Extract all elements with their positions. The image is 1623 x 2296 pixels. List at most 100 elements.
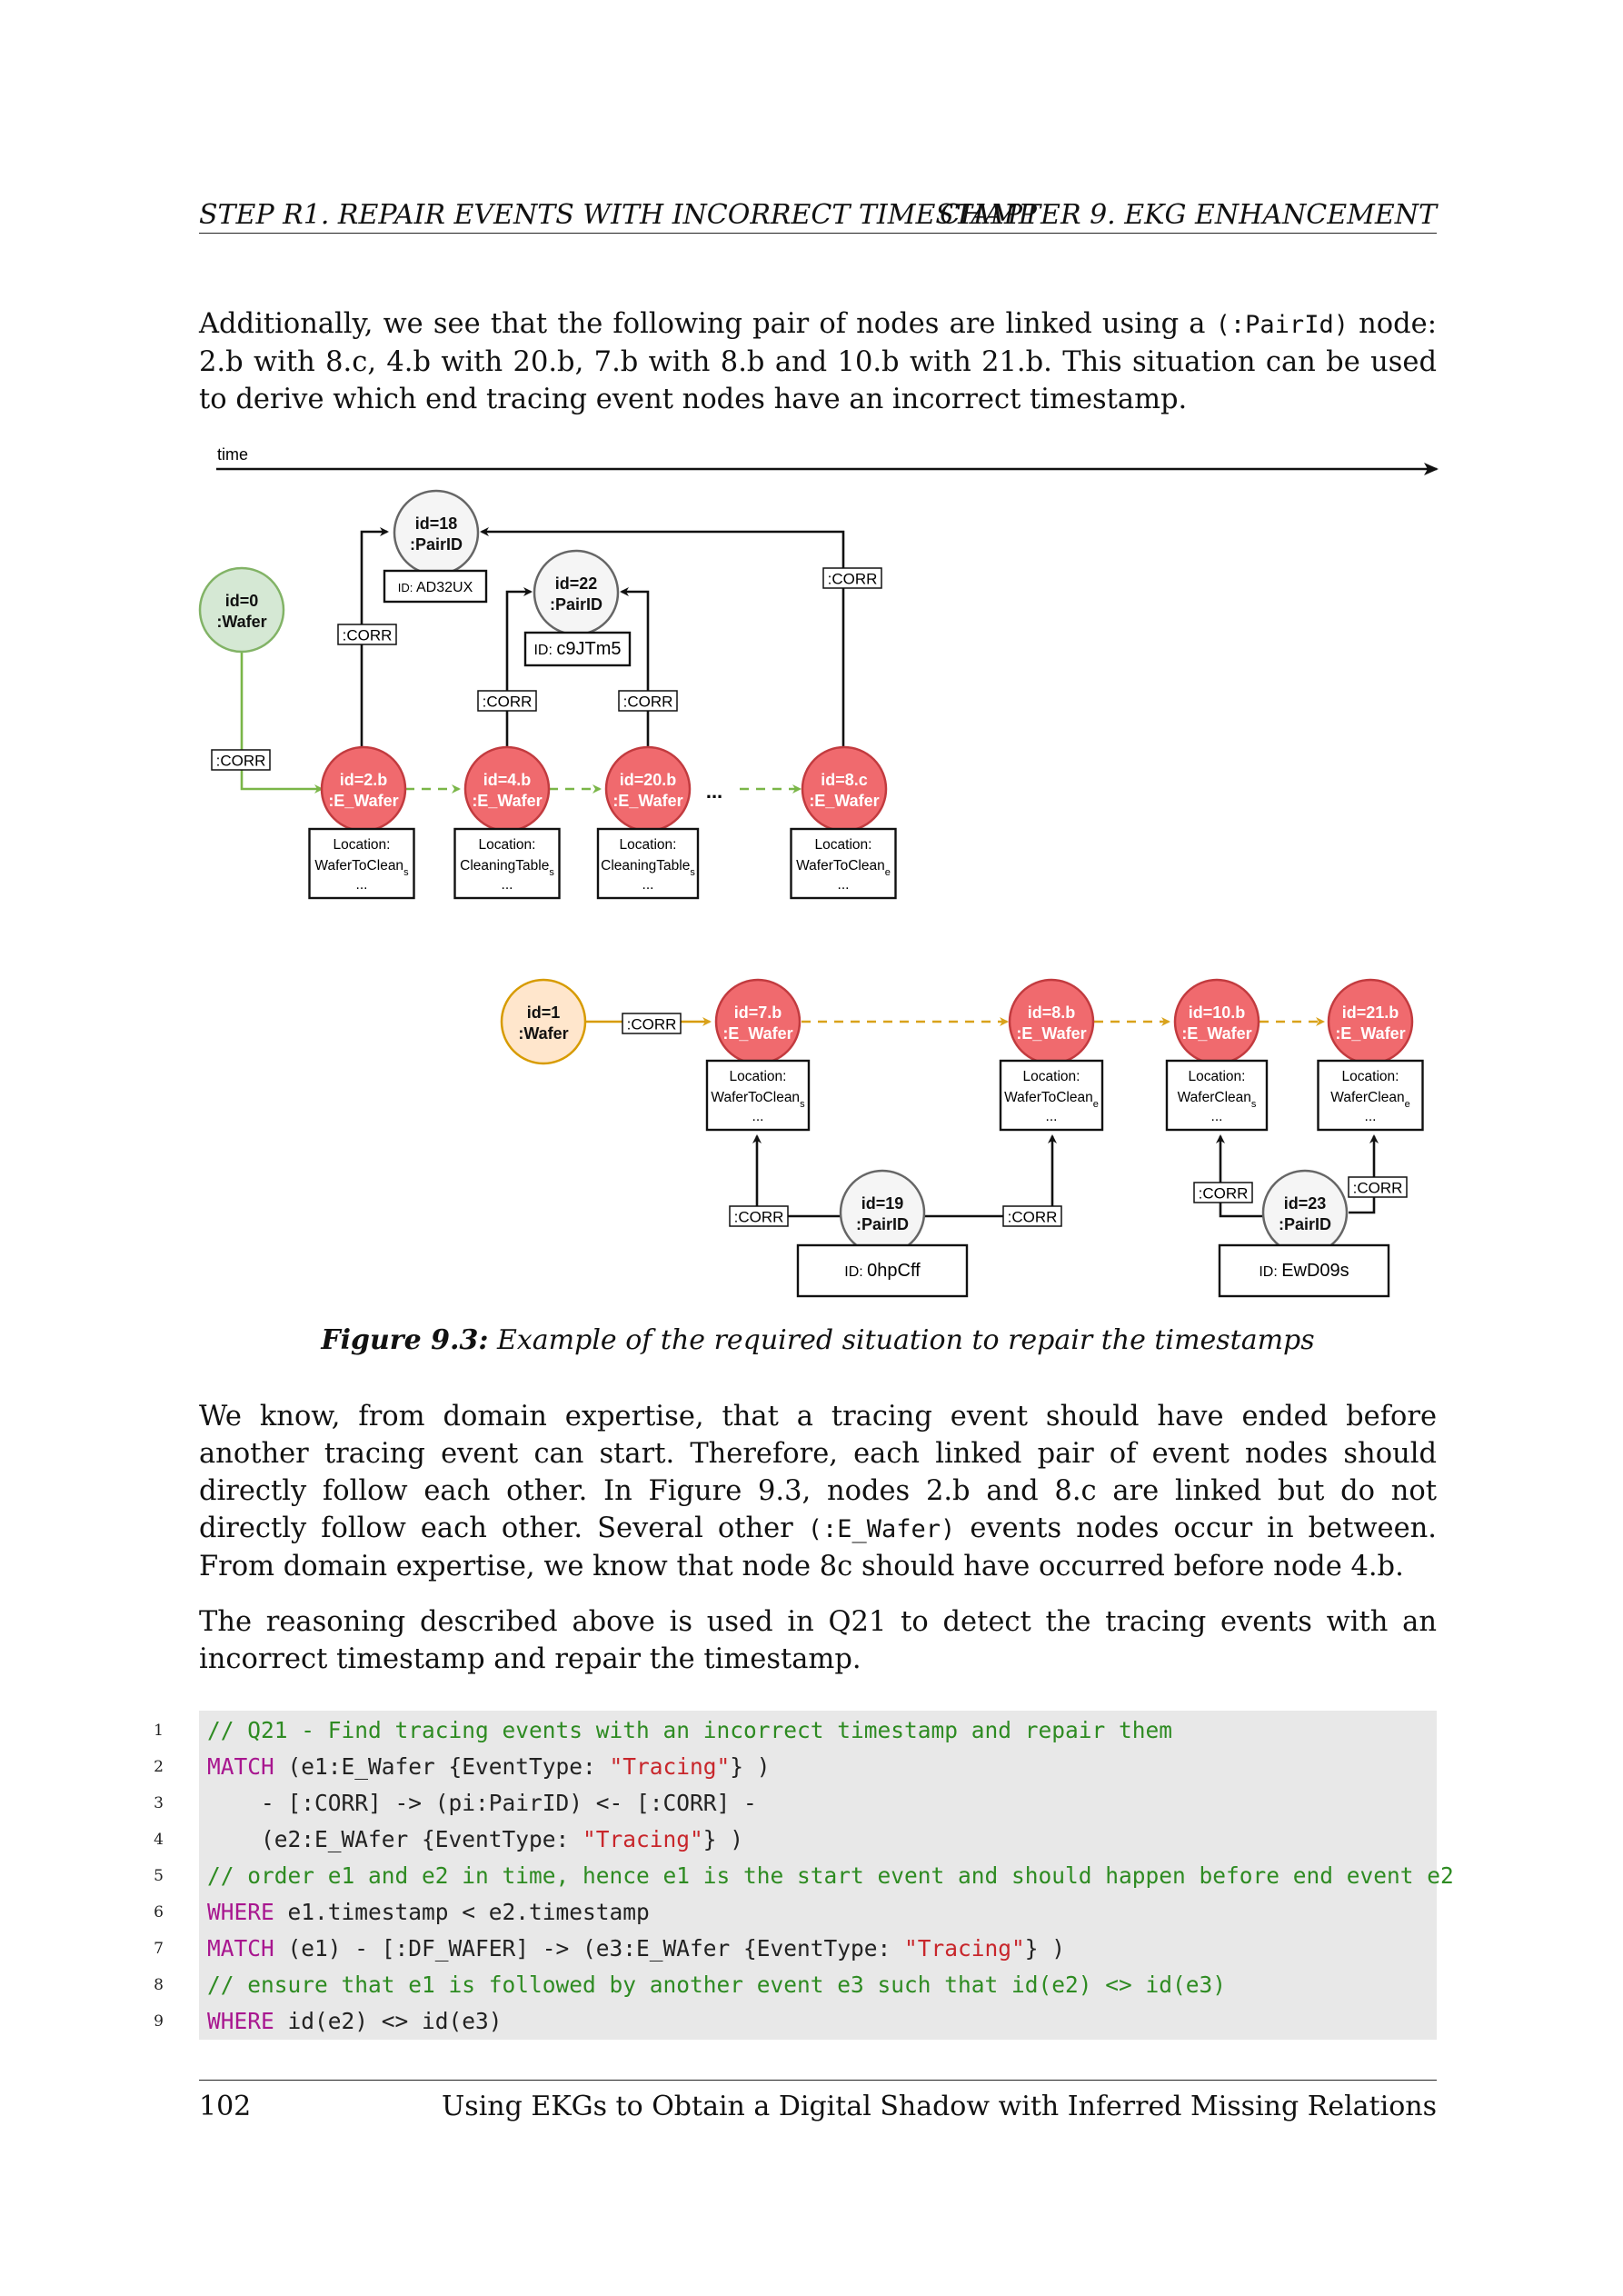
paragraph-q21-reasoning: The reasoning described above is used in… xyxy=(199,1606,1437,1675)
code-line: MATCH (e1:E_Wafer {EventType: "Tracing"}… xyxy=(207,1753,771,1780)
id-value-pair23: ID: EwD09s xyxy=(1259,1261,1349,1281)
corr-edge-4b-22 xyxy=(505,587,533,751)
corr-relation-tag xyxy=(1193,1182,1253,1203)
code-line-number: 1 xyxy=(154,1722,164,1740)
code-line-number: 6 xyxy=(154,1903,164,1922)
corr-relation-tag xyxy=(477,690,537,712)
paragraph-domain-expertise: We know, from domain expertise, that a t… xyxy=(199,1401,1437,1582)
node-event-4b-circle xyxy=(463,745,551,833)
figure-caption: Figure 9.3: Example of the required situ… xyxy=(321,1324,1315,1356)
code-line-number: 8 xyxy=(154,1976,164,1994)
code-listing-q21: // Q21 - Find tracing events with an inc… xyxy=(199,1711,1454,2040)
id-box-pair19 xyxy=(796,1243,969,1298)
node-wafer-1-id-label: id=1 xyxy=(527,1003,561,1022)
header-section-title: STEP R1. REPAIR EVENTS WITH INCORRECT TI… xyxy=(199,199,1037,231)
page-number: 102 xyxy=(199,2091,252,2122)
location-more: ... xyxy=(502,877,513,893)
corr-edge-19-8b xyxy=(925,1134,1057,1218)
code-line-number: 7 xyxy=(154,1940,164,1958)
node-event-8b-id-label: id=8.b xyxy=(1028,1003,1076,1022)
location-label: Location: xyxy=(620,837,677,853)
location-more: ... xyxy=(1211,1109,1223,1124)
node-event-7b-type-label: :E_Wafer xyxy=(722,1024,792,1043)
location-box-e4b xyxy=(453,827,561,900)
node-event-21b-type-label: :E_Wafer xyxy=(1335,1024,1405,1043)
corr-relation-tag xyxy=(1002,1205,1062,1227)
id-box-pair23 xyxy=(1218,1243,1390,1298)
node-event-4b-type-label: :E_Wafer xyxy=(472,792,542,810)
code-line-number: 4 xyxy=(154,1831,164,1849)
code-line-number: 9 xyxy=(154,2012,164,2031)
code-line: - [:CORR] -> (pi:PairID) <- [:CORR] - xyxy=(207,1790,757,1816)
corr-relation-tag xyxy=(618,690,678,712)
location-label: Location: xyxy=(1189,1069,1246,1084)
location-box-e10b xyxy=(1165,1059,1269,1132)
node-event-21b-circle xyxy=(1327,978,1414,1065)
page-footer: 102 Using EKGs to Obtain a Digital Shado… xyxy=(199,2080,1437,2122)
id-value-pair19: ID: 0hpCff xyxy=(844,1261,921,1281)
corr-relation-label: :CORR xyxy=(343,627,393,644)
location-label: Location: xyxy=(334,837,391,853)
corr-relation-label: :CORR xyxy=(623,694,673,711)
corr-edge-2b-18 xyxy=(360,527,389,751)
code-line: // Q21 - Find tracing events with an inc… xyxy=(207,1717,1173,1743)
node-pairid-23-circle xyxy=(1261,1169,1349,1256)
corr-edge-23-10b xyxy=(1216,1134,1265,1218)
location-label: Location: xyxy=(1023,1069,1080,1084)
node-event-2b-circle xyxy=(320,745,407,833)
node-event-10b-type-label: :E_Wafer xyxy=(1181,1024,1251,1043)
node-event-8c-type-label: :E_Wafer xyxy=(809,792,879,810)
running-header: STEP R1. REPAIR EVENTS WITH INCORRECT TI… xyxy=(199,198,1437,234)
location-label: Location: xyxy=(815,837,872,853)
node-event-8c-circle xyxy=(801,745,888,833)
location-more: ... xyxy=(642,877,654,893)
node-pairid-22-type-label: :PairID xyxy=(550,595,602,614)
node-event-10b-id-label: id=10.b xyxy=(1189,1003,1246,1022)
node-pairid-18-id-label: id=18 xyxy=(415,514,458,533)
paragraph-pair-links: Additionally, we see that the following … xyxy=(199,308,1437,415)
code-line-number: 5 xyxy=(154,1867,164,1885)
header-chapter-title: CHAPTER 9. EKG ENHANCEMENT xyxy=(940,199,1437,231)
location-box-e21b xyxy=(1317,1059,1424,1132)
figure-9-3-diagram: time:CORR:CORR:CORR:CORR:CORR:CORR:CORR:… xyxy=(198,445,1439,1298)
location-more: ... xyxy=(752,1109,764,1124)
node-pairid-23-id-label: id=23 xyxy=(1284,1194,1327,1213)
location-more: ... xyxy=(356,877,368,893)
corr-relation-label: :CORR xyxy=(1199,1185,1249,1203)
corr-relation-tag xyxy=(822,567,882,589)
node-event-8b-type-label: :E_Wafer xyxy=(1016,1024,1086,1043)
code-line-number: 2 xyxy=(154,1758,164,1776)
node-pairid-18-circle xyxy=(393,489,480,576)
location-more: ... xyxy=(838,877,850,893)
corr-relation-label: :CORR xyxy=(483,694,533,711)
footer-title: Using EKGs to Obtain a Digital Shadow wi… xyxy=(442,2091,1437,2122)
location-more: ... xyxy=(1365,1109,1377,1124)
code-line: // ensure that e1 is followed by another… xyxy=(207,1972,1227,1998)
corr-edge-20b-22 xyxy=(620,587,650,751)
corr-relation-label: :CORR xyxy=(734,1209,784,1226)
corr-relation-tag xyxy=(729,1205,789,1227)
corr-edge-8c-18 xyxy=(480,527,845,747)
node-event-4b-id-label: id=4.b xyxy=(483,771,532,789)
node-pairid-22-id-label: id=22 xyxy=(555,574,598,593)
location-value-e21b: WaferCleane xyxy=(1330,1090,1409,1110)
location-value-e8c: WaferToCleane xyxy=(796,858,891,878)
node-pairid-18-type-label: :PairID xyxy=(410,535,463,554)
node-event-8b-circle xyxy=(1008,978,1095,1065)
location-value-e20b: CleaningTables xyxy=(601,858,695,878)
corr-relation-tag xyxy=(337,624,397,645)
corr-relation-tag xyxy=(622,1013,682,1034)
corr-relation-label: :CORR xyxy=(627,1016,677,1033)
corr-relation-label: :CORR xyxy=(216,753,266,770)
id-box-pair22 xyxy=(523,631,632,667)
location-value-e8b: WaferToCleane xyxy=(1004,1090,1099,1110)
corr-relation-label: :CORR xyxy=(1353,1180,1403,1197)
node-event-21b-id-label: id=21.b xyxy=(1342,1003,1399,1022)
node-pairid-22-circle xyxy=(533,549,620,636)
node-event-20b-id-label: id=20.b xyxy=(620,771,677,789)
location-value-e4b: CleaningTables xyxy=(460,858,554,878)
node-event-2b-id-label: id=2.b xyxy=(340,771,388,789)
location-box-e20b xyxy=(596,827,700,900)
code-line: WHERE id(e2) <> id(e3) xyxy=(207,2008,503,2034)
location-box-e8c xyxy=(790,827,897,900)
